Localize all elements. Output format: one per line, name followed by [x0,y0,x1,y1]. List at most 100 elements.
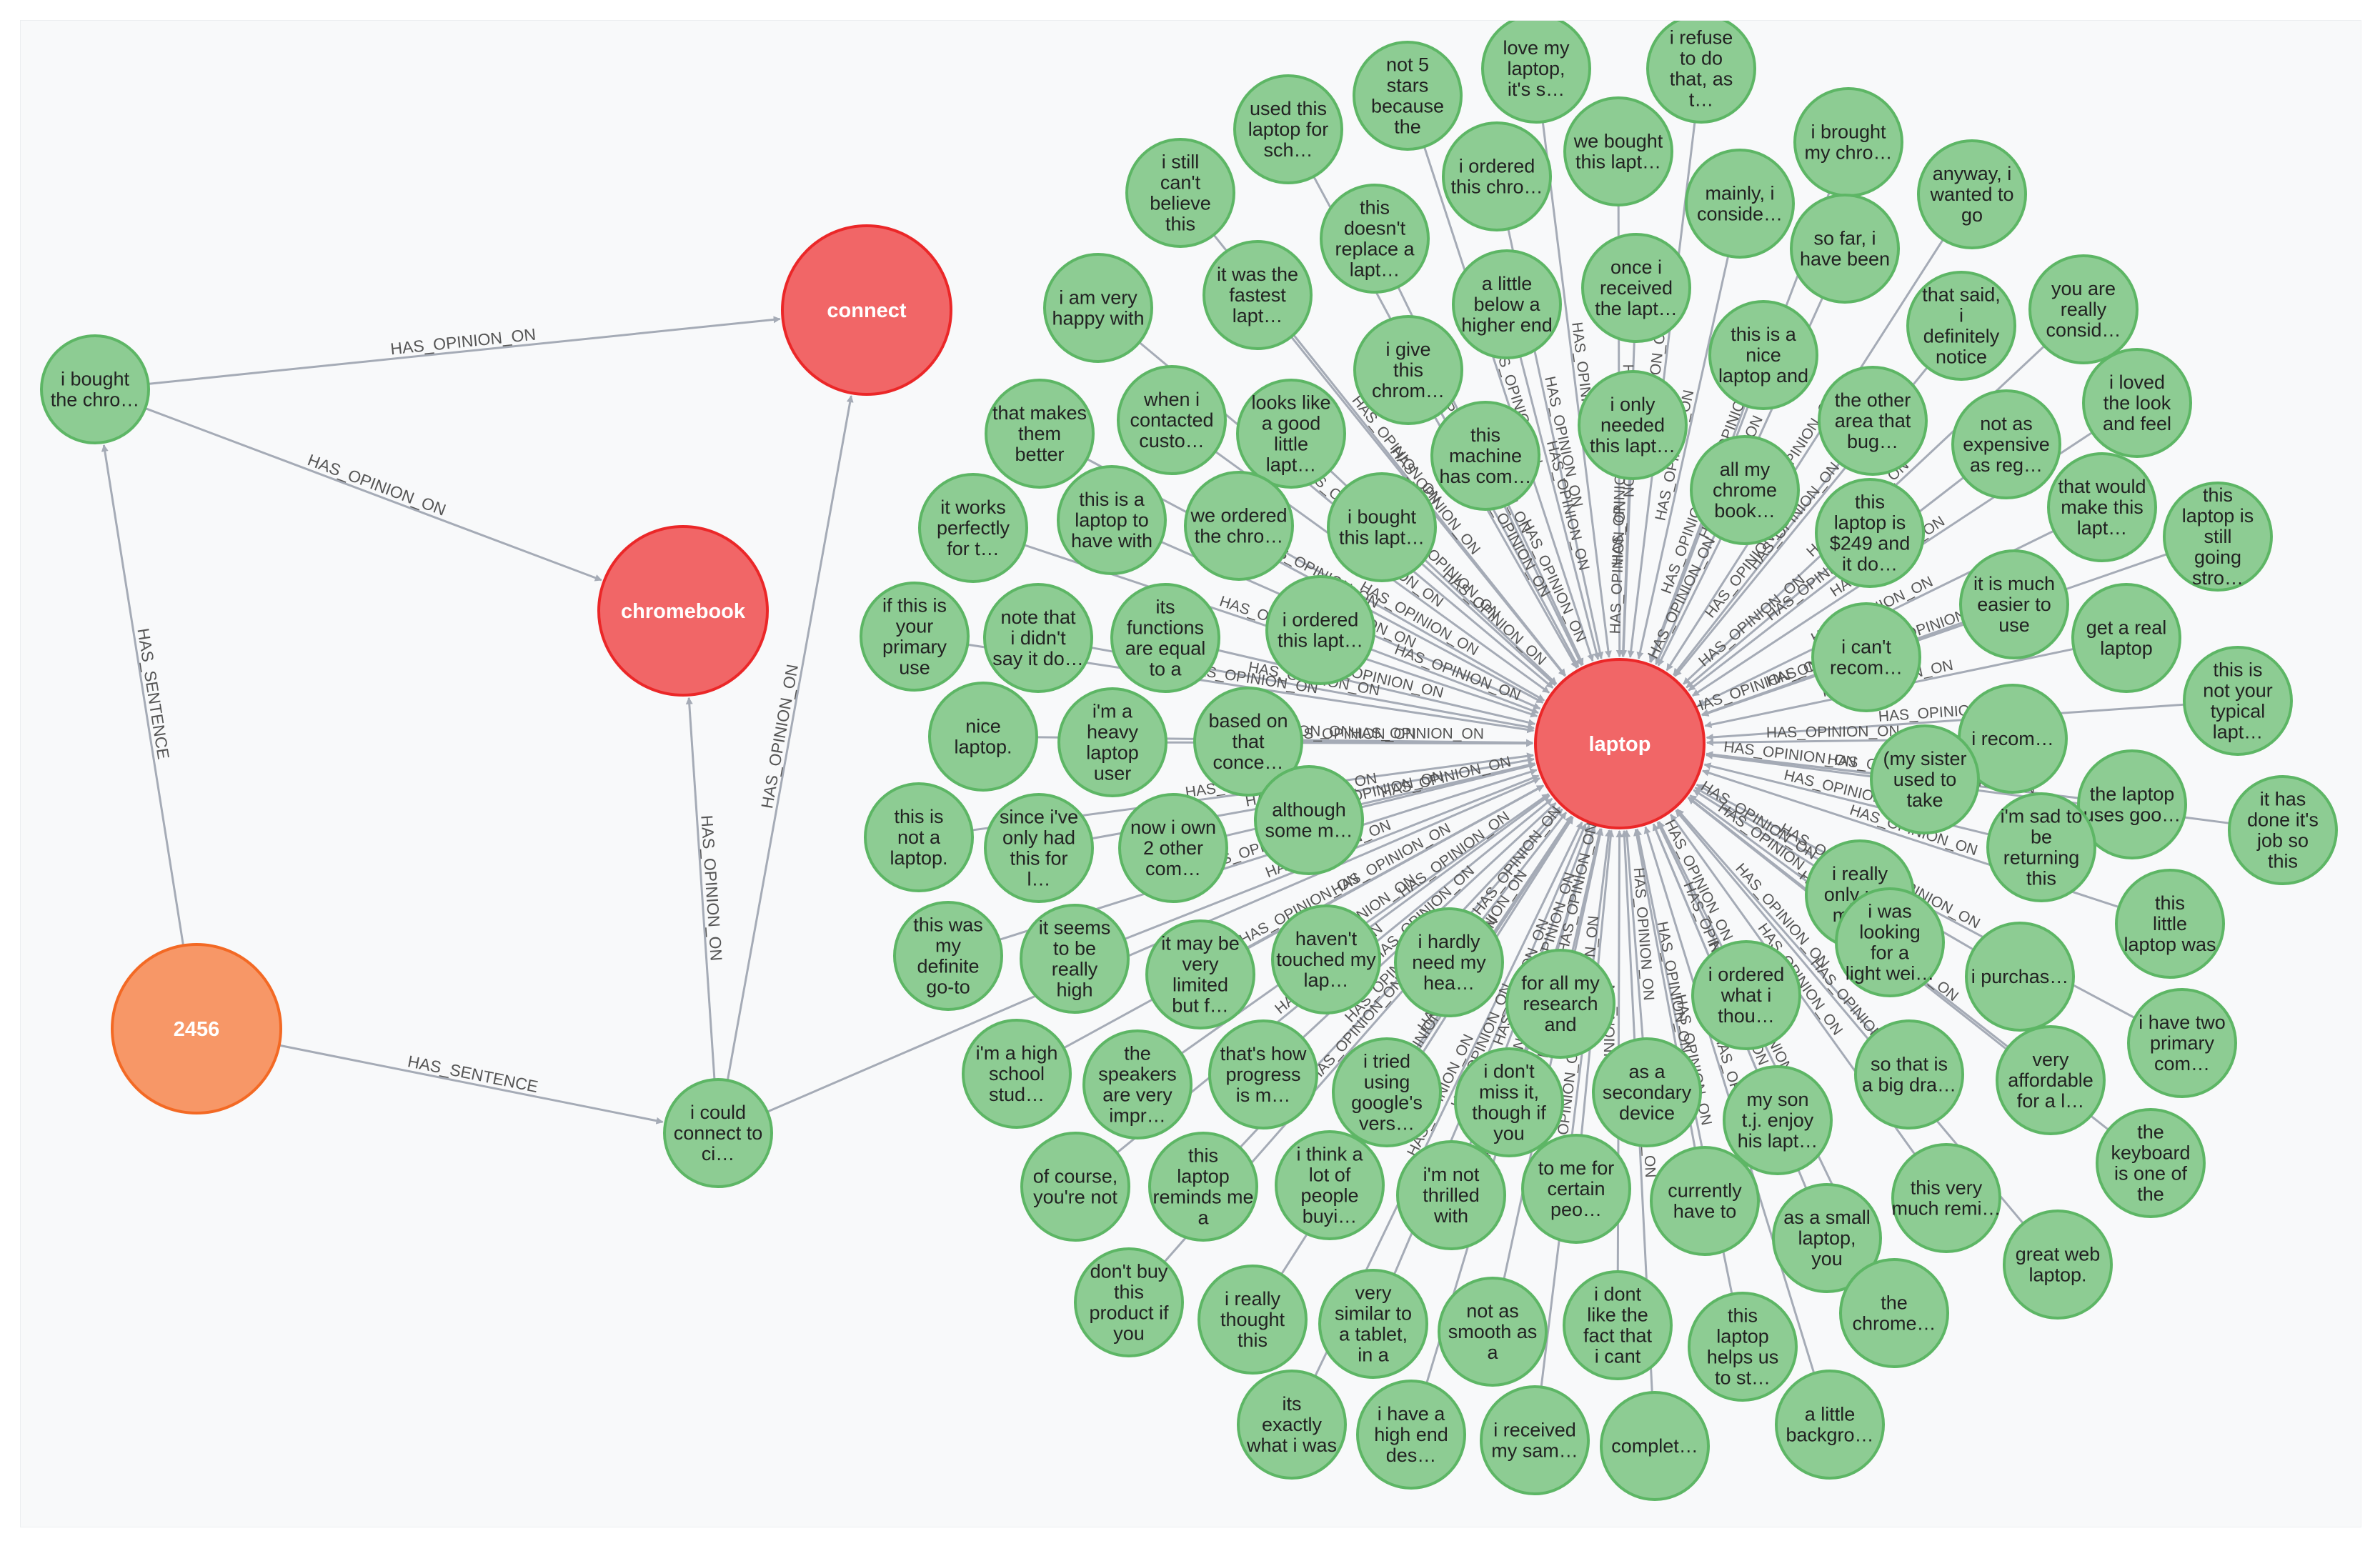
sentence-node-71-circle[interactable] [1332,1037,1442,1147]
relationship-has-opinion-on-15[interactable] [1519,356,1600,660]
sentence-node-69-circle[interactable] [1082,1029,1193,1139]
relationship-has-opinion-on-23[interactable] [1673,462,1841,676]
relationship-has-opinion-on-32[interactable] [1420,562,1556,687]
sentence-node-89-circle[interactable] [1318,1269,1428,1379]
relationship-has-opinion-on-54[interactable] [1360,762,1536,809]
relationship-has-opinion-on-46[interactable] [1301,739,1534,747]
sentence-node-26-circle[interactable] [1430,401,1540,511]
sentence-node-79-circle[interactable] [1148,1132,1258,1242]
sentence-node-87-circle[interactable] [1074,1247,1184,1357]
relationship-has-opinion-on-96[interactable] [1540,829,1613,1387]
entity-node-connect-circle[interactable] [781,224,952,396]
relationship-has-opinion-on-9[interactable] [1636,255,1730,659]
review-node-2456-circle[interactable] [111,943,282,1114]
relationship-has-opinion-on-2[interactable] [1423,146,1594,662]
sentence-node-29-circle[interactable] [918,473,1028,583]
sentence-node-78[interactable]: of course,you're not [1020,1132,1130,1242]
sentence-node-66-circle[interactable] [1965,922,2075,1032]
sentence-node-77-circle[interactable] [2096,1108,2206,1218]
sentence-node-36-circle[interactable] [1959,549,2069,659]
sentence-node-12-circle[interactable] [1581,233,1691,343]
sentence-node-5-circle[interactable] [1563,96,1673,206]
sentence-node-86-circle[interactable] [2003,1210,2113,1320]
sentence-node-1-circle[interactable] [1646,21,1756,124]
sentence-node-8-circle[interactable] [1917,139,2027,249]
sentence-node-41-circle[interactable] [2071,583,2181,693]
sentence-node-11-circle[interactable] [1790,194,1900,304]
sentence-node-23-circle[interactable] [1818,366,1928,476]
relationship-has-opinion-on-73[interactable] [1623,829,1644,1039]
sentence-node-20-circle[interactable] [1117,365,1227,475]
sentence-node-3-circle[interactable] [1233,74,1343,184]
sentence-node-84-circle[interactable] [1772,1183,1882,1293]
sentence-node-40-circle[interactable] [1265,575,1375,685]
sentence-node-51-circle[interactable] [864,782,974,892]
sentence-node-45-circle[interactable] [1057,687,1167,797]
sentence-node-55-circle[interactable] [1986,792,2096,902]
relationship-has-opinion-on-42[interactable] [1701,674,1816,717]
sentence-node-85-circle[interactable] [1891,1143,2001,1253]
sentence-node-52-circle[interactable] [984,793,1094,903]
relationship-has-opinion-on-35[interactable] [1686,567,1830,689]
entity-node-chromebook[interactable]: chromebook [597,525,769,697]
relationship-has-opinion-on-61[interactable] [1368,794,1550,929]
entity-node-connect[interactable]: connect [781,224,952,396]
relationship-has-opinion-on-8[interactable] [1665,239,1944,672]
relationship-has-opinion-on-40[interactable] [1370,648,1539,714]
sentence-node-7-circle[interactable] [1125,138,1235,248]
sentence-node-94-circle[interactable] [1237,1370,1347,1480]
sentence-node-82-circle[interactable] [1521,1134,1631,1244]
sentence-node-0-circle[interactable] [1481,21,1591,124]
sentence-node-32-circle[interactable] [1327,472,1437,582]
sentence-node-68-circle[interactable] [962,1019,1072,1129]
sentence-node-80-circle[interactable] [1275,1130,1385,1240]
sentence-node-14-circle[interactable] [1043,253,1153,363]
sentence-node-30-circle[interactable] [1057,465,1167,575]
sentence-node-2-circle[interactable] [1353,41,1463,151]
entity-node-laptop-circle[interactable] [1534,658,1706,829]
sentence-node-98-circle[interactable] [1775,1370,1885,1480]
relationship-has-opinion-on-64[interactable] [1658,821,1723,948]
entity-node-laptop[interactable]: laptop [1534,658,1706,829]
